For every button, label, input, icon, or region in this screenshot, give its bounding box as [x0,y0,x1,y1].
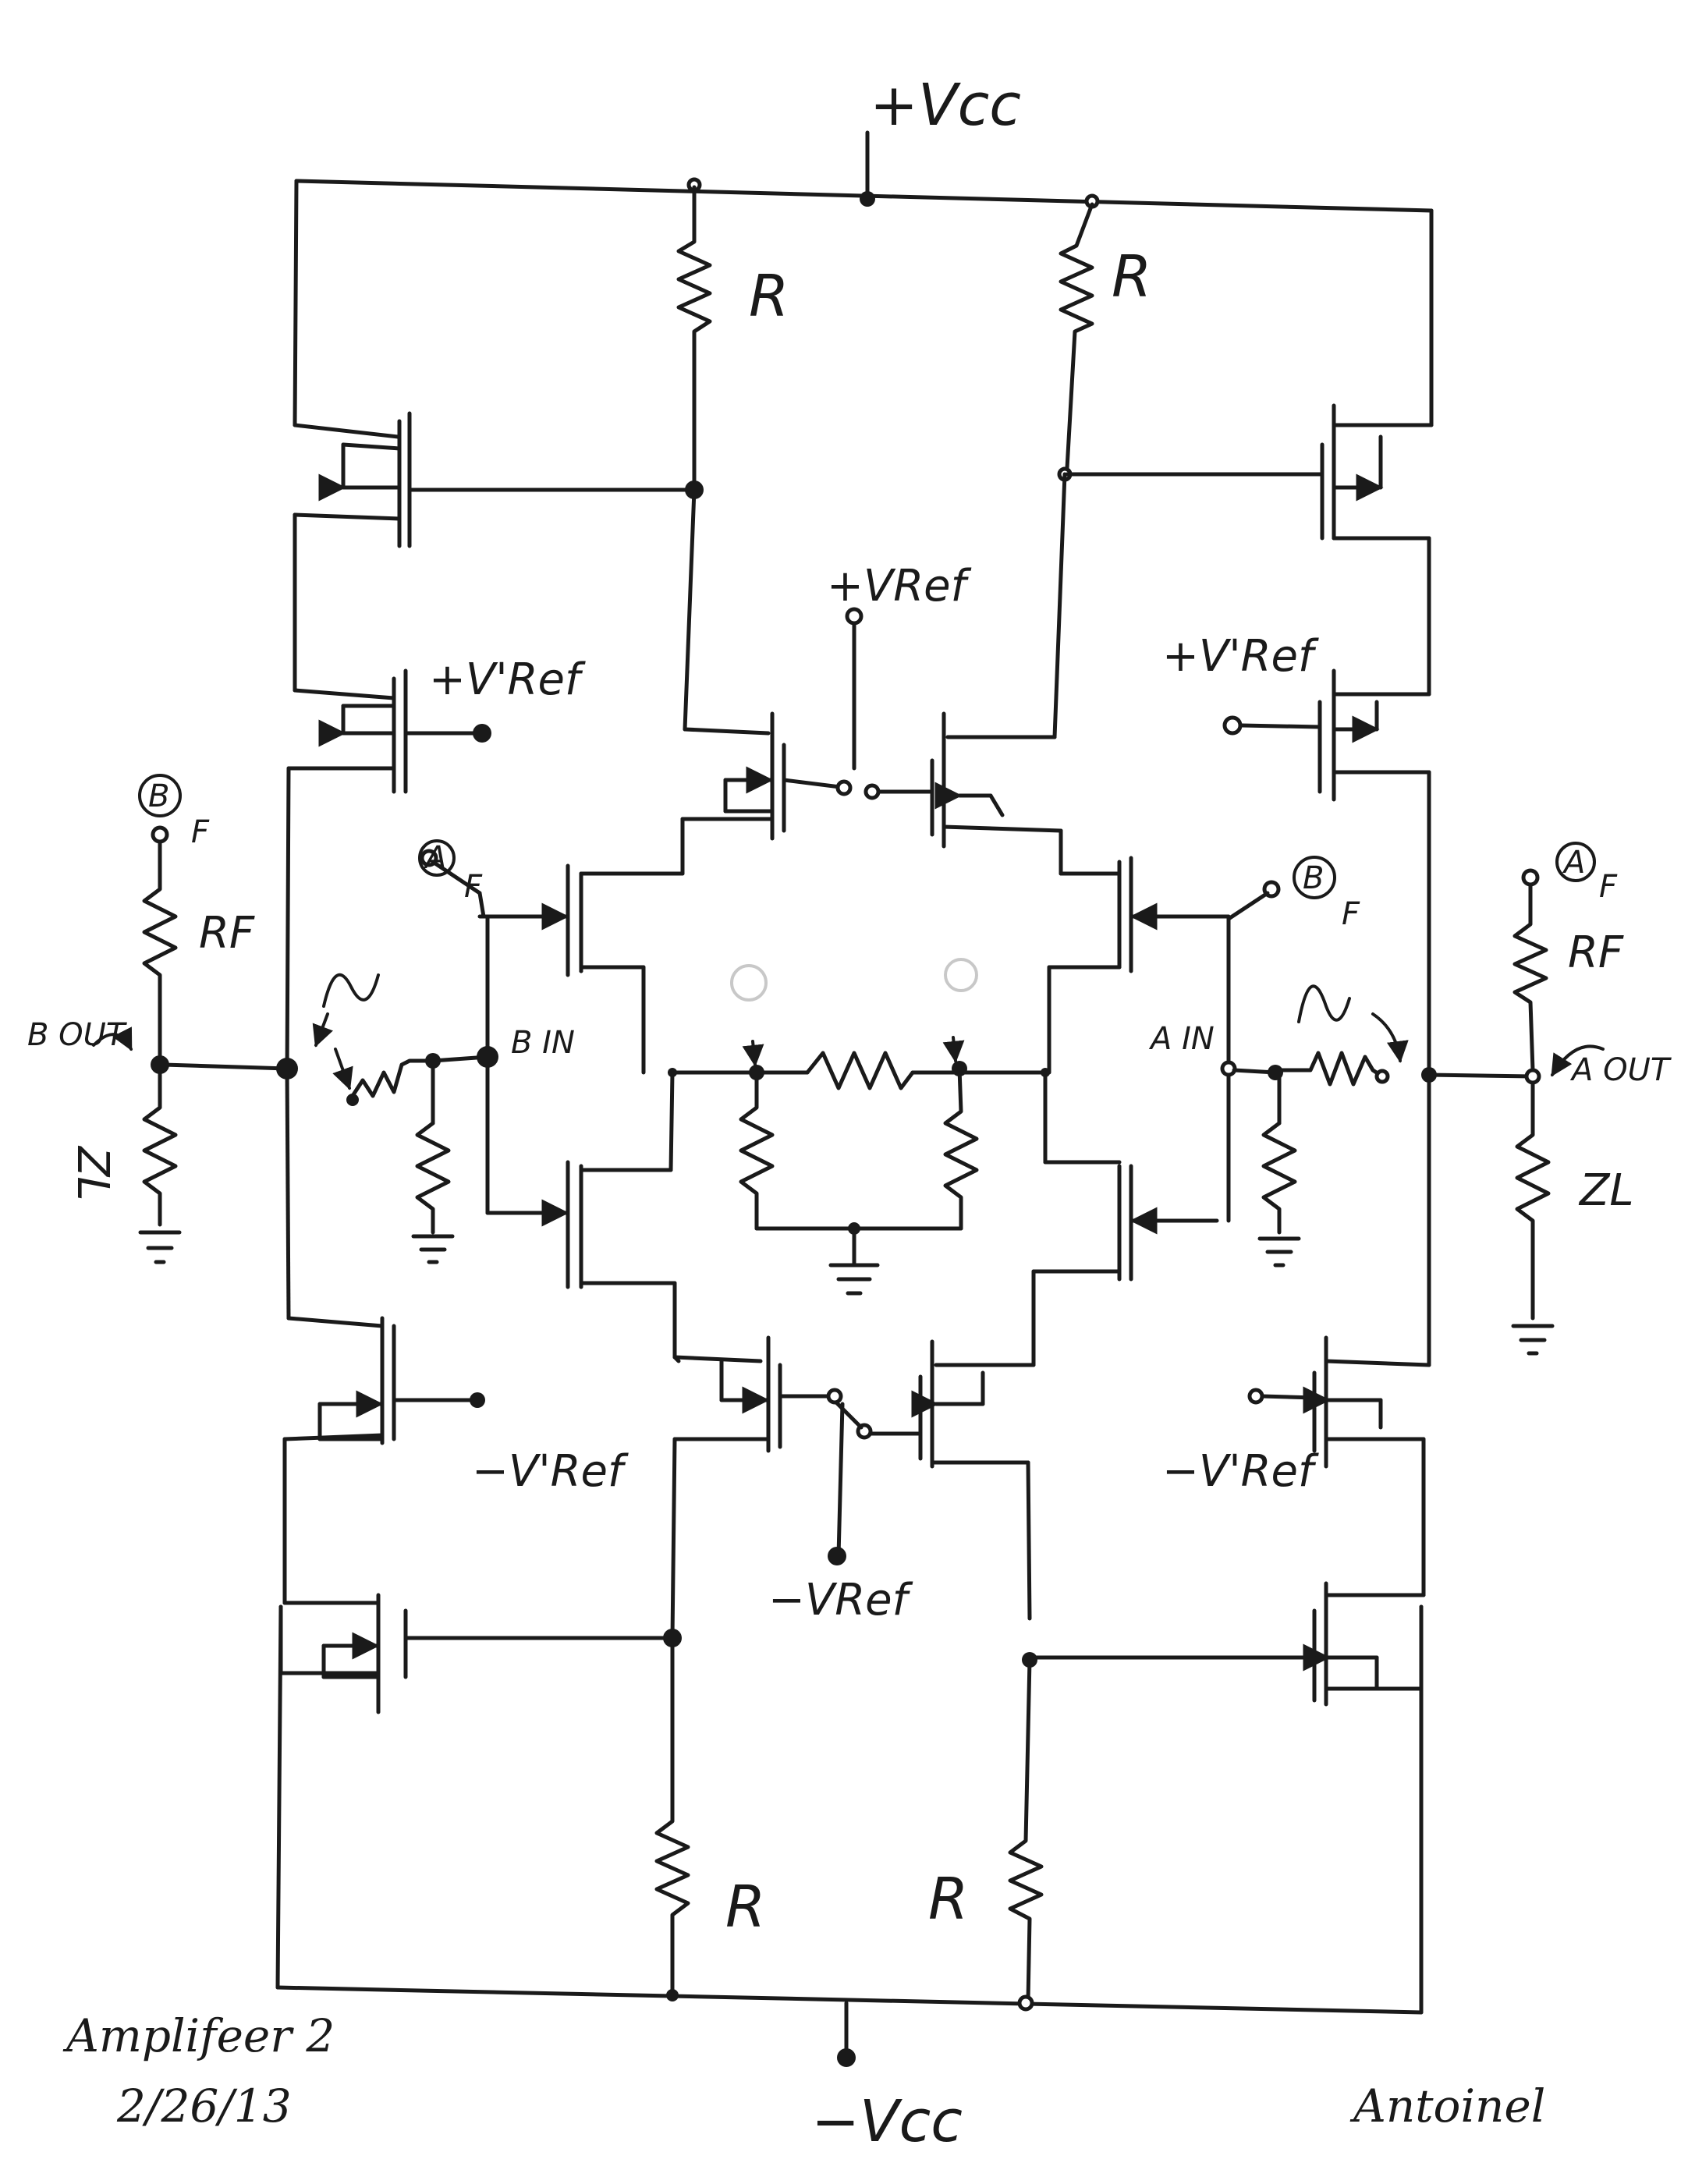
pmos-upper-left-1 [293,411,697,693]
nmos-input-b-bottom [491,1070,677,1360]
label-vref-prime-neg-right: −V'Ref [1162,1446,1319,1497]
nmos-lower-left-1 [282,1316,485,1605]
node-b-f-left: B F [138,774,210,850]
label-zl-left: ZL [67,1145,118,1201]
pmos-diff-upper-left [579,488,849,876]
pmos-upper-left-2 [285,668,491,1079]
pmos-diff-upper-right [876,472,1067,876]
output-a-network [1421,868,1605,1367]
nmos-lower-left-2 [278,1593,682,1714]
node-a-f-left: A F [418,839,483,905]
node-b-f-right: B F [1293,856,1360,932]
label-vref-prime-pos-left: +V'Ref [429,654,586,705]
label-r-bottom-right: R [928,1866,968,1933]
input-a-network [1220,880,1409,1268]
pmos-input-b-top [477,863,646,1075]
input-b-network [312,849,498,1264]
svg-text:A: A [1562,845,1585,881]
vref-positive-terminal [835,607,881,800]
nmos-diff-lower-left [670,1335,835,1640]
nmos-lower-right-1 [1247,1335,1431,1597]
pmos-upper-right-2 [1222,668,1431,1079]
footer-date: 2/26/13 [116,2079,292,2133]
label-r-top-left: R [749,263,789,330]
label-vref-prime-pos-right: +V'Ref [1162,631,1319,682]
label-r-bottom-left: R [725,1874,765,1941]
svg-text:B: B [148,778,169,814]
resistor-r-bottom-left [654,1636,690,2001]
svg-text:B: B [1303,860,1324,896]
label-vref-positive: +VRef [827,561,972,612]
footer-title: Amplifeer 2 [62,2009,335,2062]
resistor-r-bottom-right [1008,1658,1044,2012]
resistor-r-top-right [1057,193,1100,482]
label-rf-left: RF [199,908,255,959]
resistor-r-top-left [676,177,712,499]
svg-text:F: F [191,814,210,850]
footer-author: Antoinel [1349,2079,1545,2133]
node-a-f-right: A F [1555,842,1618,905]
label-vref-prime-neg-left: −V'Ref [472,1446,629,1497]
label-r-top-right: R [1112,243,1151,310]
label-b-in: B IN [511,1025,575,1061]
label-a-in: A IN [1148,1021,1215,1057]
nmos-input-a-bottom [1031,1070,1219,1360]
label-a-out: A OUT [1569,1052,1672,1088]
pmos-upper-right-1 [1065,403,1434,697]
output-b-network [92,825,298,1321]
svg-text:F: F [1342,896,1360,932]
label-b-out: B OUT [27,1017,128,1053]
label-zl-right: ZL [1578,1165,1634,1216]
label-vcc-negative: −Vcc [811,2088,963,2155]
vcc-negative-rail [275,1604,1424,2067]
vref-negative-terminal [826,1388,873,1565]
vcc-positive-rail [293,130,1434,427]
svg-text:F: F [1599,869,1618,905]
nmos-lower-right-2 [1022,1581,1426,1707]
pmos-input-a-top [1047,856,1231,1075]
center-resistor-network [668,958,1050,1296]
label-rf-right: RF [1568,927,1624,978]
label-vref-negative: −VRef [768,1575,913,1626]
svg-text:A: A [423,840,446,876]
label-vcc-positive: +Vcc [870,72,1021,139]
svg-text:F: F [464,869,483,905]
nmos-diff-lower-right [868,1339,1036,1621]
